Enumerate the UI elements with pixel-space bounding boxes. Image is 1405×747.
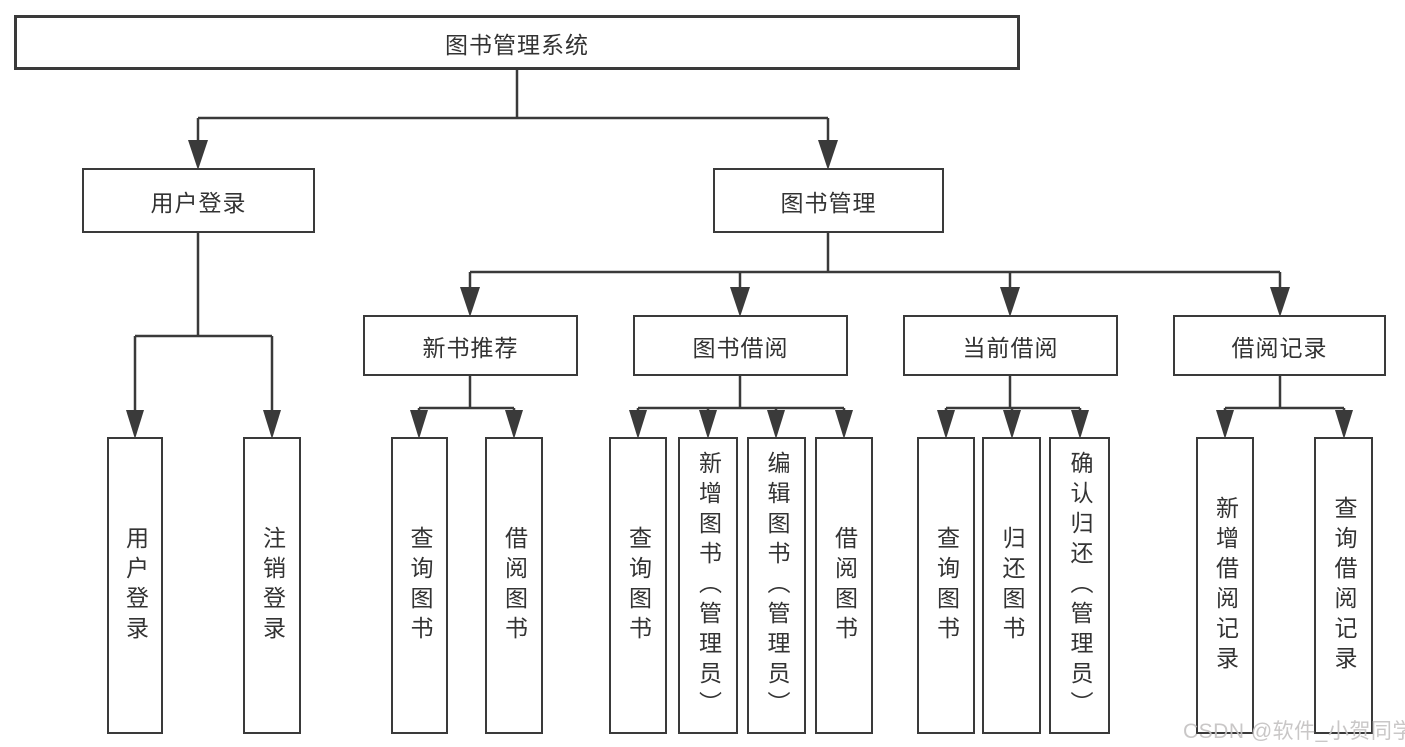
node-new-book-recommend: 新书推荐 (363, 315, 578, 376)
node-label: 图书管理系统 (445, 31, 589, 58)
leaf-query-borrow-record: 查询借阅记录 (1314, 437, 1373, 734)
node-label: 用户登录 (150, 189, 247, 216)
node-user-login: 用户登录 (82, 168, 315, 233)
node-book-borrow: 图书借阅 (633, 315, 848, 376)
node-library-system: 图书管理系统 (14, 15, 1020, 70)
node-borrow-records: 借阅记录 (1173, 315, 1386, 376)
leaf-query-books-recommend: 查询图书 (391, 437, 448, 734)
leaf-borrow-books-recommend: 借阅图书 (485, 437, 543, 734)
leaf-label: 注销登录 (259, 525, 286, 646)
leaf-label: 查询借阅记录 (1331, 495, 1357, 676)
leaf-add-borrow-record: 新增借阅记录 (1196, 437, 1254, 734)
node-label: 图书管理 (780, 189, 877, 216)
csdn-watermark: CSDN @软件_小贺同学 (1183, 720, 1405, 743)
leaf-edit-books-admin: 编辑图书（管理员） (747, 437, 806, 734)
leaf-borrow-books-borrow: 借阅图书 (815, 437, 873, 734)
leaf-query-books-borrow: 查询图书 (609, 437, 667, 734)
leaf-label: 新增借阅记录 (1212, 495, 1239, 676)
leaf-label: 查询图书 (407, 525, 433, 646)
leaf-confirm-return-admin: 确认归还（管理员） (1049, 437, 1110, 734)
node-book-management: 图书管理 (713, 168, 944, 233)
leaf-label: 借阅图书 (501, 525, 528, 646)
leaf-label: 查询图书 (625, 525, 652, 646)
leaf-query-books-current: 查询图书 (917, 437, 975, 734)
leaf-label: 归还图书 (999, 525, 1025, 646)
leaf-label: 新增图书（管理员） (695, 450, 722, 721)
node-label: 图书借阅 (692, 334, 789, 361)
leaf-label: 查询图书 (933, 525, 960, 646)
leaf-user-login: 用户登录 (107, 437, 163, 734)
node-label: 新书推荐 (422, 334, 519, 361)
leaf-return-books: 归还图书 (982, 437, 1041, 734)
node-label: 借阅记录 (1231, 334, 1328, 361)
node-label: 当前借阅 (962, 334, 1059, 361)
leaf-label: 用户登录 (122, 525, 149, 646)
leaf-logout: 注销登录 (243, 437, 301, 734)
leaf-add-books-admin: 新增图书（管理员） (678, 437, 738, 734)
node-current-borrow: 当前借阅 (903, 315, 1118, 376)
leaf-label: 确认归还（管理员） (1067, 450, 1093, 721)
leaf-label: 编辑图书（管理员） (764, 450, 790, 721)
leaf-label: 借阅图书 (831, 525, 858, 646)
